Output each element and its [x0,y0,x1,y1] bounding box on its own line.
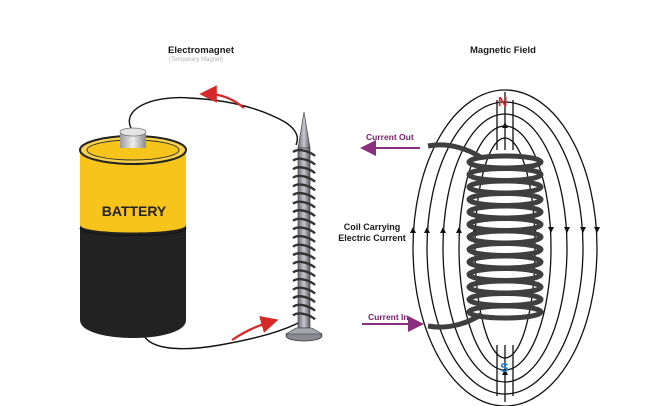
nail-winding [292,183,316,192]
coil-lead-top [427,142,484,161]
nail-winding [292,174,316,183]
subtitle-temporary-magnet: (Temporary Magnet) [169,57,224,63]
current-arrow-top [199,85,245,109]
nail-winding [292,148,316,157]
battery-label: BATTERY [102,203,167,219]
nail-winding [292,260,316,269]
north-pole-label: N [498,94,508,109]
field-lines [412,89,598,406]
field-arrow [580,227,586,233]
field-arrow [424,227,430,233]
top-wire [128,96,299,146]
nail-winding [292,209,316,218]
nail-winding [292,166,316,175]
coil-winding [466,303,544,321]
current-arrow-bottom [231,315,279,341]
field-arrow [410,227,416,233]
battery-icon [79,127,187,338]
nail-icon [284,111,324,342]
nail-winding [292,252,316,261]
title-electromagnet: Electromagnet [168,45,234,56]
bottom-wire [141,321,301,350]
field-arrow [440,227,446,233]
nail-winding [292,234,316,243]
nail-winding [292,191,316,200]
nail-winding [292,226,316,235]
field-arrow [564,227,570,233]
title-magnetic-field: Magnetic Field [470,45,536,56]
field-arrow [456,227,462,233]
field-arrow [502,369,508,375]
nail-winding [292,269,316,278]
field-direction-arrows [410,122,600,375]
nail-winding [292,312,316,321]
field-arrow [548,227,554,233]
nail-coil-icon [292,148,316,321]
coil-lead-bottom [427,311,484,330]
south-pole-label: S [500,360,509,375]
coil-icon [466,153,544,321]
nail-winding [292,243,316,252]
nail-winding [292,200,316,209]
nail-winding [292,303,316,312]
coil-caption-line1: Coil Carrying [343,222,401,232]
nail-winding [292,157,316,166]
current-in-label: Current In [368,312,409,322]
nail-winding [292,286,316,295]
field-arrow [594,227,600,233]
nail-winding [292,295,316,304]
current-out-label: Current Out [366,132,414,142]
nail-winding [292,277,316,286]
nail-winding [292,217,316,226]
coil-caption-line2: Electric Current [338,233,406,243]
field-arrow [502,122,508,128]
coil-caption: Coil Carrying Electric Current [330,222,414,244]
